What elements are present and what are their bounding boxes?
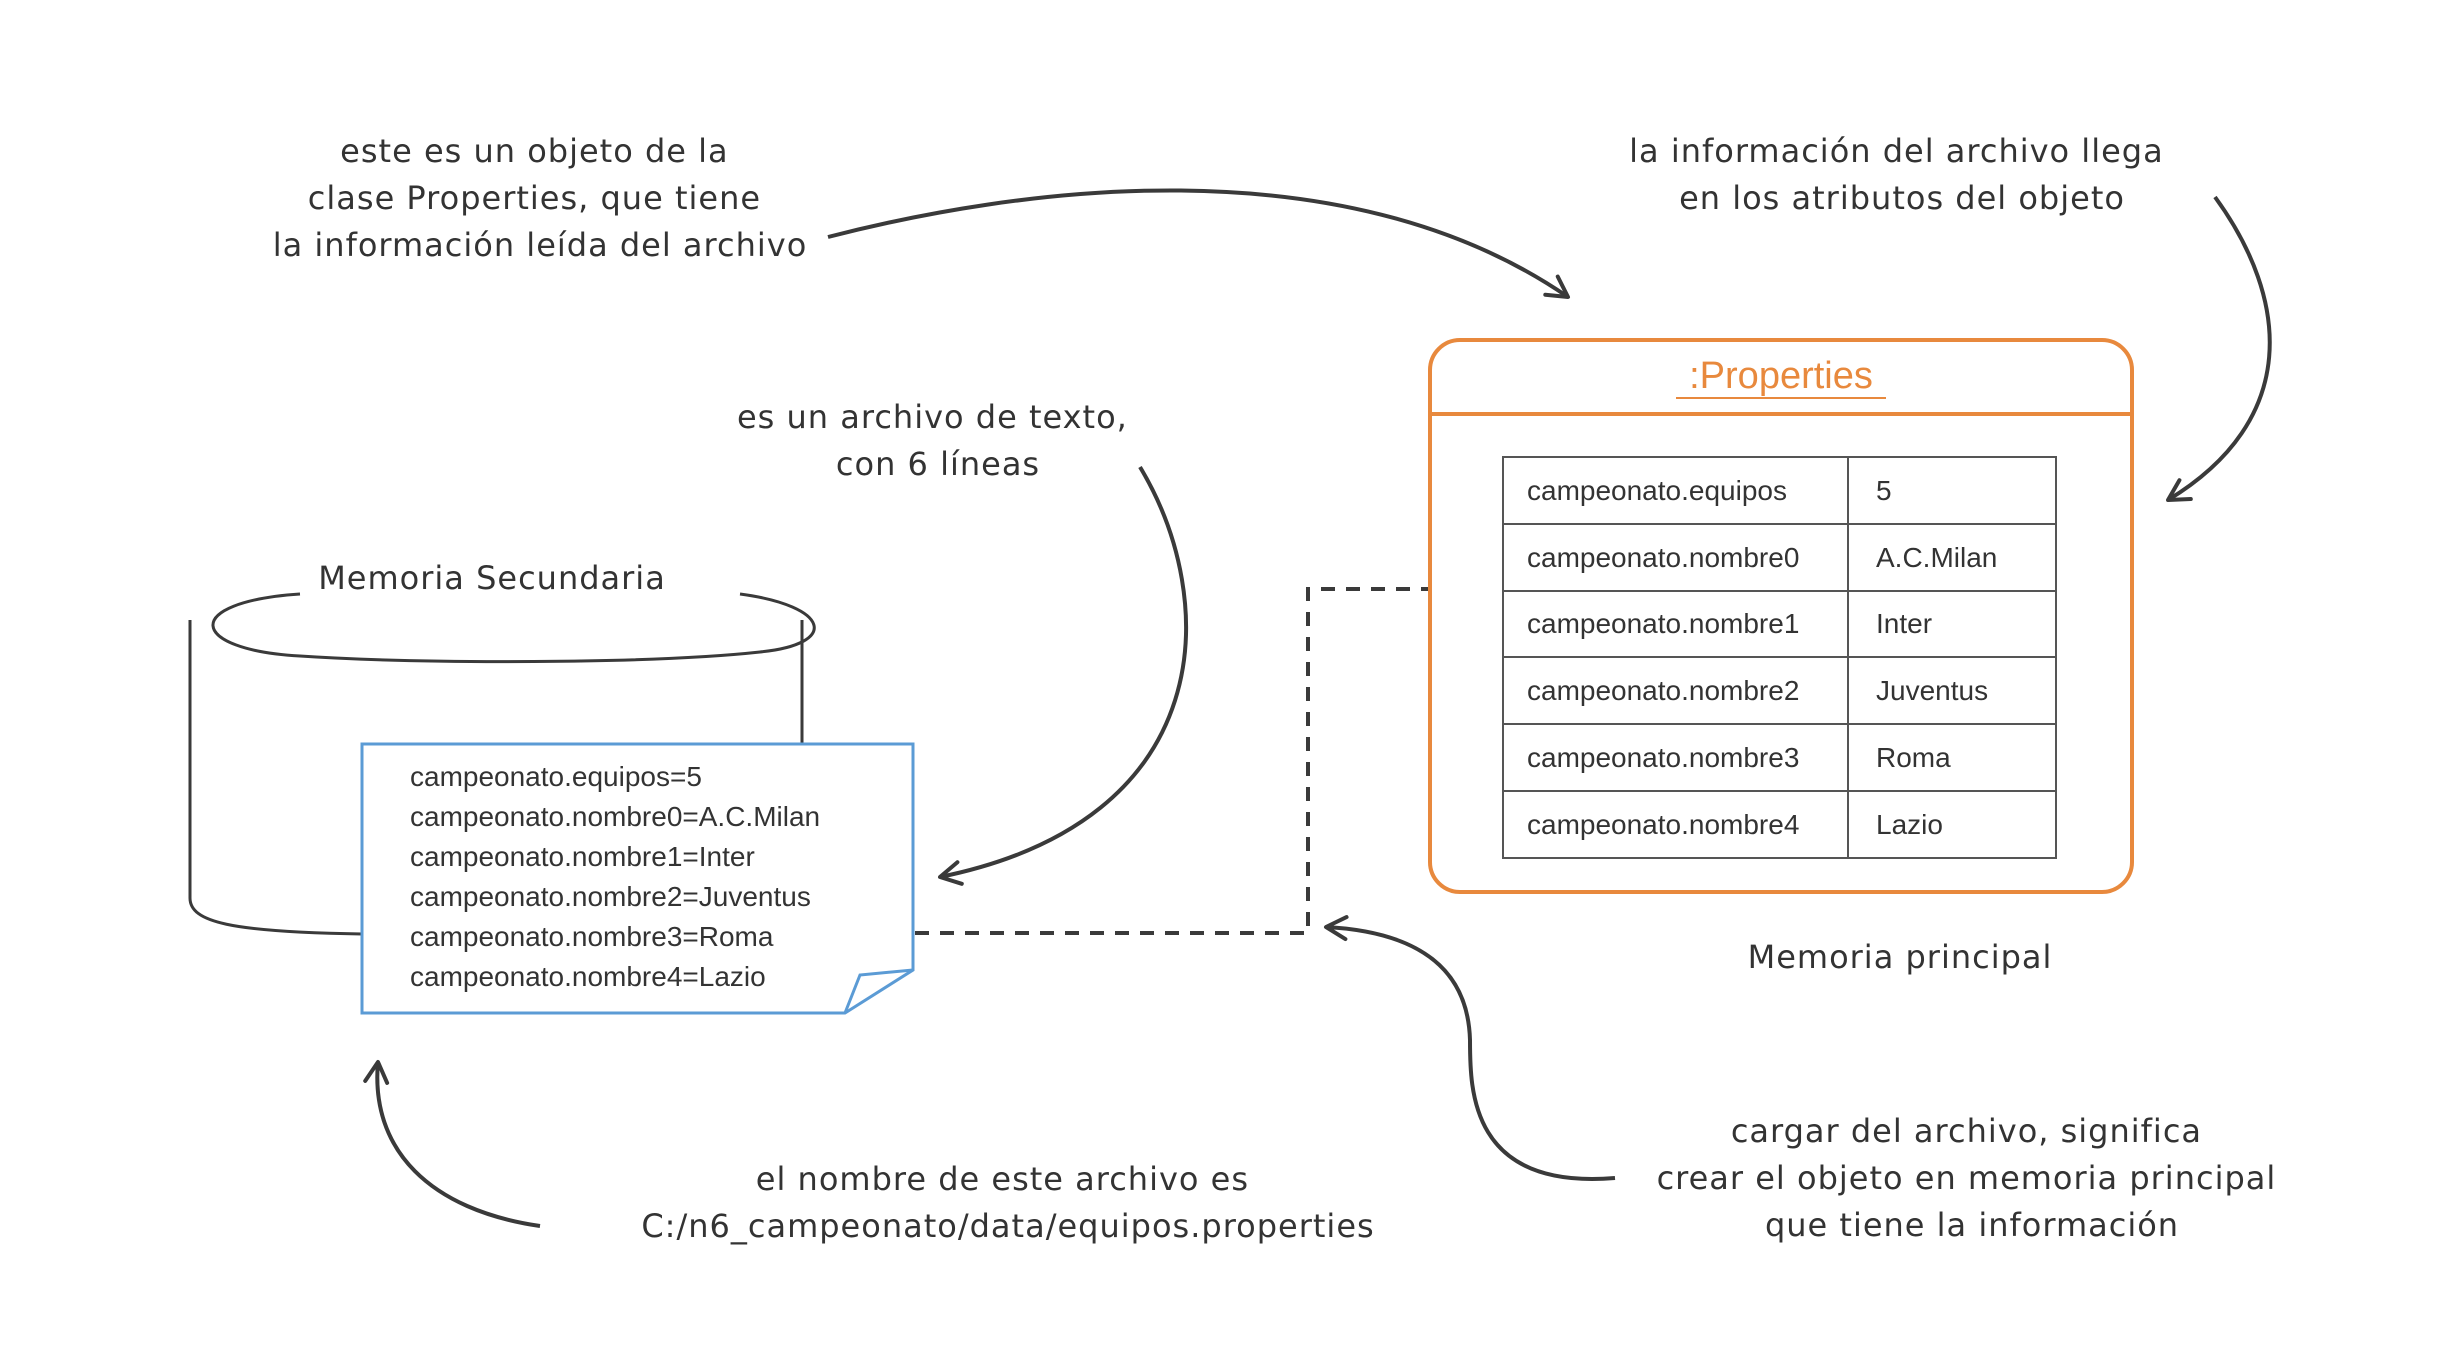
arrow-textfile-note: [938, 465, 1189, 886]
textfile-note-line-2: con 6 líneas: [836, 445, 1040, 483]
arrow-attributes-note: [2166, 195, 2272, 502]
file-line: campeonato.nombre2=Juventus: [410, 881, 811, 912]
object-note-line-1: este es un objeto de la: [340, 132, 728, 170]
row-value: Juventus: [1876, 675, 1988, 706]
properties-object: :Properties campeonato.equipos 5 campeon…: [1428, 338, 2134, 894]
file-contents: campeonato.equipos=5 campeonato.nombre0=…: [410, 761, 828, 992]
object-note: este es un objeto de la clase Properties…: [273, 132, 808, 264]
file-line: campeonato.nombre1=Inter: [410, 841, 755, 872]
row-key: campeonato.nombre4: [1527, 809, 1799, 840]
attributes-note-line-2: en los atributos del objeto: [1679, 179, 2125, 217]
row-value: A.C.Milan: [1876, 542, 1997, 573]
file-line: campeonato.nombre4=Lazio: [410, 961, 766, 992]
filename-note-line-2: C:/n6_campeonato/data/equipos.properties: [641, 1207, 1374, 1245]
row-key: campeonato.nombre2: [1527, 675, 1799, 706]
cylinder-icon: [188, 592, 816, 936]
main-memory-label: Memoria principal: [1748, 938, 2053, 976]
attributes-note: la información del archivo llega en los …: [1629, 132, 2175, 217]
properties-file: campeonato.equipos=5 campeonato.nombre0=…: [360, 742, 915, 1015]
table-row: campeonato.nombre4 Lazio: [1527, 809, 1943, 840]
row-value: 5: [1876, 475, 1892, 506]
load-note: cargar del archivo, significa crear el o…: [1657, 1112, 2288, 1244]
table-row: campeonato.equipos 5: [1527, 475, 1892, 506]
load-note-line-2: crear el objeto en memoria principal: [1657, 1159, 2277, 1197]
arrow-filename-note: [363, 1060, 541, 1228]
row-value: Roma: [1876, 742, 1951, 773]
file-line: campeonato.nombre0=A.C.Milan: [410, 801, 820, 832]
file-line: campeonato.nombre3=Roma: [410, 921, 774, 952]
textfile-note: es un archivo de texto, con 6 líneas: [737, 398, 1139, 483]
table-row: campeonato.nombre2 Juventus: [1527, 675, 1988, 706]
row-value: Inter: [1876, 608, 1932, 639]
attributes-note-line-1: la información del archivo llega: [1629, 132, 2164, 170]
row-key: campeonato.nombre1: [1527, 608, 1799, 639]
textfile-note-line-1: es un archivo de texto,: [737, 398, 1128, 436]
load-note-line-3: que tiene la información: [1765, 1206, 2179, 1244]
load-note-line-1: cargar del archivo, significa: [1731, 1112, 2202, 1150]
table-row: campeonato.nombre0 A.C.Milan: [1527, 542, 1997, 573]
table-row: campeonato.nombre1 Inter: [1527, 608, 1932, 639]
row-key: campeonato.nombre0: [1527, 542, 1799, 573]
row-value: Lazio: [1876, 809, 1943, 840]
row-key: campeonato.nombre3: [1527, 742, 1799, 773]
row-key: campeonato.equipos: [1527, 475, 1787, 506]
filename-note: el nombre de este archivo es C:/n6_campe…: [641, 1160, 1374, 1245]
document-icon: [360, 742, 915, 1015]
table-row: campeonato.nombre3 Roma: [1527, 742, 1951, 773]
secondary-memory-label: Memoria Secundaria: [318, 559, 666, 597]
object-note-line-3: la información leída del archivo: [273, 226, 808, 264]
object-note-line-2: clase Properties, que tiene: [308, 179, 761, 217]
secondary-memory-cylinder: Memoria Secundaria: [188, 559, 816, 936]
attributes-table: campeonato.equipos 5 campeonato.nombre0 …: [1502, 456, 2057, 859]
file-line: campeonato.equipos=5: [410, 761, 702, 792]
filename-note-line-1: el nombre de este archivo es: [756, 1160, 1249, 1198]
arrow-object-note: [827, 188, 1570, 299]
object-title: :Properties: [1689, 355, 1873, 397]
arrow-load-note: [1324, 915, 1616, 1181]
load-connector: [915, 582, 1482, 935]
